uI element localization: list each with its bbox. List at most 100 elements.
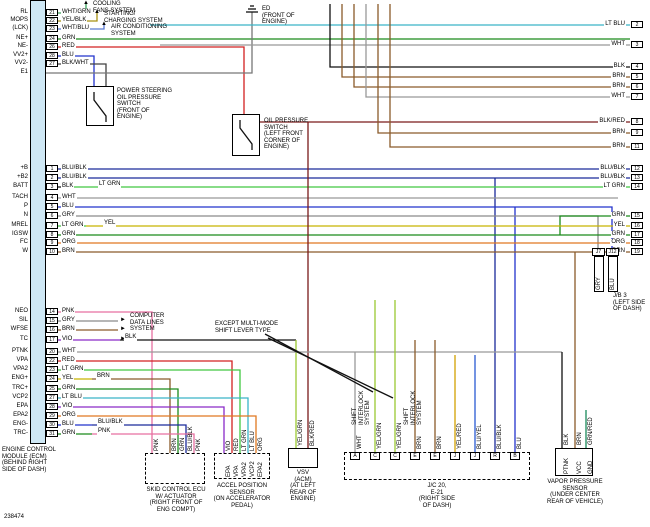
wire-color-label: GRN: [610, 231, 626, 238]
wire-color-label: LT BLU: [604, 21, 626, 28]
pin-number-box: 29: [46, 412, 58, 419]
component-box: [608, 256, 618, 292]
diagram-label: POWER STEERING OIL PRESSURE SWITCH (FRON…: [117, 88, 173, 121]
ecm-pin-label: VPA: [16, 357, 28, 363]
pin-number-box: 4: [631, 63, 643, 70]
rotated-wire-label: YEL/RED: [457, 423, 463, 449]
wire-color-label: BLU: [61, 421, 75, 428]
rotated-wire-label: GRY: [596, 277, 602, 290]
ecm-pin-label: W: [22, 248, 28, 254]
ecm-pin-label: MREL: [11, 222, 28, 228]
wire-color-label: BLK/WHT: [61, 60, 90, 67]
ecm-caption: ENGINE CONTROL MODULE (ECM) (BEHIND RIGH…: [2, 447, 57, 473]
component-box: [288, 448, 318, 468]
wire: [46, 46, 245, 114]
diagram-label: YEL: [103, 220, 117, 227]
wire-color-label: WHT: [610, 41, 626, 48]
connector-pin-box: B: [510, 452, 520, 460]
wire-color-label: WHT: [61, 194, 77, 201]
rotated-wire-label: ORG: [258, 437, 264, 451]
connector-pin-box: J7: [592, 248, 605, 256]
component-box: [594, 256, 604, 292]
component-box: [555, 448, 593, 476]
wire-color-label: RED: [61, 357, 76, 364]
wire-color-label: VIO: [61, 336, 74, 343]
wire-color-label: BLK: [612, 63, 626, 70]
pin-number-box: 5: [46, 203, 58, 210]
arrow-icon: ▲: [83, 0, 89, 6]
component-box: [232, 114, 260, 156]
rotated-wire-label: EPA2: [258, 462, 264, 477]
wire-color-label: WHT/BLU: [61, 25, 90, 32]
rotated-wire-label: BLU/BLK: [188, 426, 194, 451]
arrow-icon: ►: [120, 336, 126, 342]
component-box: [214, 453, 270, 479]
diagram-label: PNK: [97, 428, 112, 435]
rotated-wire-label: VCC: [577, 461, 583, 474]
pin-number-box: 3: [631, 41, 643, 48]
wire-color-label: YEL: [612, 222, 626, 229]
wire-color-label: LT GRN: [61, 366, 85, 373]
pin-number-box: 6: [631, 83, 643, 90]
rotated-wire-label: BRN: [417, 436, 423, 449]
pin-number-box: 23: [46, 366, 58, 373]
arrow-icon: ►: [120, 326, 126, 332]
rotated-wire-label: YEL/GRN: [397, 422, 403, 449]
wire-color-label: GRY: [61, 212, 76, 219]
rotated-wire-label: VPA2: [242, 462, 248, 477]
pin-number-box: 31: [46, 430, 58, 437]
ecm-pin-label: NE+: [16, 35, 28, 41]
pin-number-box: 7: [631, 93, 643, 100]
ecm-pin-label: +B: [20, 165, 28, 171]
pin-number-box: 11: [631, 143, 643, 150]
pin-number-box: 30: [46, 421, 58, 428]
wire-color-label: PNK: [61, 308, 76, 315]
ecm-pin-label: WFSE: [10, 326, 28, 332]
wire-color-label: BLK: [61, 183, 75, 190]
rotated-wire-label: SHIFT INTERLOCK SYSTEM: [352, 390, 372, 425]
rotated-wire-label: BLK/RED: [310, 420, 316, 446]
diagram-number: 238474: [4, 514, 25, 520]
pin-number-box: 16: [46, 326, 58, 333]
rotated-wire-label: GND: [588, 460, 594, 474]
pin-number-box: 7: [46, 222, 58, 229]
ecm-pin-label: MOPS: [10, 17, 28, 23]
component-caption: VSV (ACM) (AT LEFT REAR OF ENGINE): [289, 470, 317, 503]
rotated-wire-label: EPA: [226, 465, 232, 477]
diagram-label: COOLING FANS SYSTEM: [93, 1, 136, 14]
connector-pin-box: R: [490, 452, 500, 460]
wire-color-label: GRN: [61, 35, 77, 42]
rotated-wire-label: SHIFT INTERLOCK SYSTEM: [404, 390, 424, 425]
wire: [329, 4, 630, 68]
component-caption: ACCEL POSITION SENSOR (ON ACCELERATOR PE…: [213, 483, 271, 509]
diagram-label: STARTING/ CHARGING SYSTEM: [104, 11, 163, 24]
pin-number-box: 15: [46, 317, 58, 324]
diagram-label: BLK: [124, 334, 138, 341]
pin-number-box: 2: [46, 174, 58, 181]
pin-number-box: 12: [631, 165, 643, 172]
pin-number-box: 5: [631, 73, 643, 80]
ecm-pin-label: VCP2: [12, 394, 28, 400]
diagram-label: EXCEPT MULTI-MODE SHIFT LEVER TYPE: [215, 321, 279, 334]
connector-pin-box: J12: [606, 248, 619, 256]
pin-number-box: 20: [46, 348, 58, 355]
ecm-pin-label: ENG+: [11, 375, 28, 381]
rotated-wire-label: LT BLU: [250, 431, 256, 451]
ecm-pin-label: VV2+: [13, 52, 28, 58]
rotated-wire-label: VIO: [226, 440, 232, 451]
ecm-pin-label: EPA: [16, 403, 28, 409]
wire: [365, 4, 630, 98]
wire-color-label: GRN: [610, 212, 626, 219]
pin-number-box: 27: [46, 394, 58, 401]
ecm-pin-label: TACH: [12, 194, 28, 200]
wire: [46, 388, 179, 453]
pin-number-box: 13: [631, 174, 643, 181]
pin-number-box: 21: [46, 9, 58, 16]
wire-color-label: BLU/BLK: [599, 174, 626, 181]
wire-color-label: BLU/BLK: [61, 165, 88, 172]
ecm-pin-label: PTNK: [11, 348, 28, 354]
component-box: [145, 453, 205, 484]
diagram-label: LT GRN: [98, 181, 122, 188]
wire: [377, 4, 630, 134]
